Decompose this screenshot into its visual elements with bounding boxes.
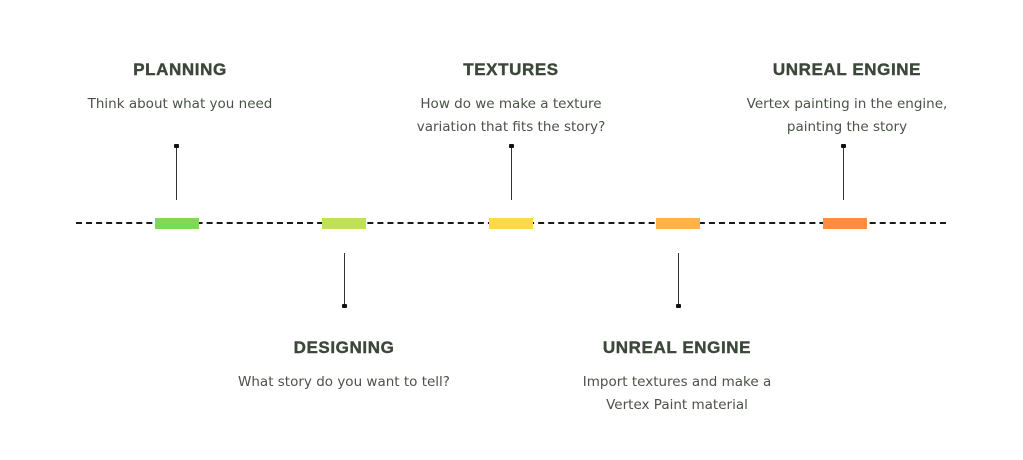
step-4-arrow-icon	[676, 253, 681, 308]
step-1-label: PLANNING Think about what you need	[60, 60, 300, 116]
step-1-marker	[155, 218, 199, 229]
step-2-marker	[322, 218, 366, 229]
step-4-label: UNREAL ENGINE Import textures and make a…	[566, 338, 788, 417]
step-2-description: What story do you want to tell?	[238, 374, 450, 390]
step-3-description: How do we make a texture variation that …	[416, 96, 606, 135]
step-2-arrow-icon	[342, 253, 347, 308]
step-1-title: PLANNING	[133, 60, 227, 79]
step-5-title: UNREAL ENGINE	[772, 60, 922, 79]
step-3-arrow-icon	[509, 144, 514, 200]
step-4-title: UNREAL ENGINE	[602, 338, 752, 357]
step-3-marker	[489, 218, 533, 229]
step-5-marker	[823, 218, 867, 229]
step-1-description: Think about what you need	[87, 96, 273, 112]
step-1-arrow-icon	[174, 144, 179, 200]
step-4-description: Import textures and make a Vertex Paint …	[582, 374, 772, 413]
step-3-label: TEXTURES How do we make a texture variat…	[396, 60, 626, 139]
step-3-title: TEXTURES	[463, 60, 559, 79]
step-5-description: Vertex painting in the engine, painting …	[746, 96, 948, 135]
step-5-label: UNREAL ENGINE Vertex painting in the eng…	[737, 60, 957, 139]
step-2-label: DESIGNING What story do you want to tell…	[234, 338, 454, 394]
step-2-title: DESIGNING	[293, 338, 395, 357]
step-5-arrow-icon	[841, 144, 846, 200]
step-4-marker	[656, 218, 700, 229]
